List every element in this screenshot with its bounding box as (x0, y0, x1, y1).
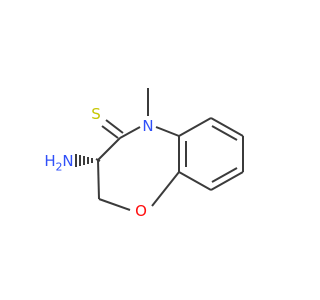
structure-canvas: S N O H 2 N (44, 88, 244, 220)
thione-bond (101, 119, 124, 139)
bond-c9-c9a (178, 171, 212, 191)
bond-c4-s-a (101, 125, 119, 139)
atom-labels: S N O H 2 N (44, 105, 153, 220)
bond-c8-c9-inner (211, 167, 238, 183)
hash-line (95, 158, 101, 162)
bond-c4-s-b (105, 119, 124, 134)
amino-hydrogen: H (44, 152, 55, 170)
amino-group-label: H 2 N (44, 152, 73, 174)
bond-c5a-c6 (178, 117, 212, 137)
bond-n-c4 (119, 126, 141, 139)
molecule-structure: S N O H 2 N (44, 88, 244, 220)
bond-c8-c9 (210, 171, 244, 191)
atom-label-sulfur: S (91, 105, 101, 123)
atom-label-ring-nitrogen: N (142, 117, 153, 135)
stereo-hashed-wedge (75, 154, 101, 167)
bond-c2-o (98, 198, 131, 211)
oxazepine-ring (97, 126, 180, 211)
bond-o-c9a (151, 171, 180, 207)
bond-c6-c7-inner (211, 125, 238, 141)
bond-c4-c3 (97, 137, 121, 161)
benzene-ring (178, 117, 244, 191)
bond-c3-c2 (97, 159, 100, 200)
amino-hydrogen-count: 2 (56, 161, 63, 174)
bond-c6-c7 (210, 117, 244, 137)
bond-c5a-n (155, 126, 180, 137)
atom-label-ring-oxygen: O (135, 202, 147, 220)
amino-nitrogen: N (62, 152, 73, 170)
